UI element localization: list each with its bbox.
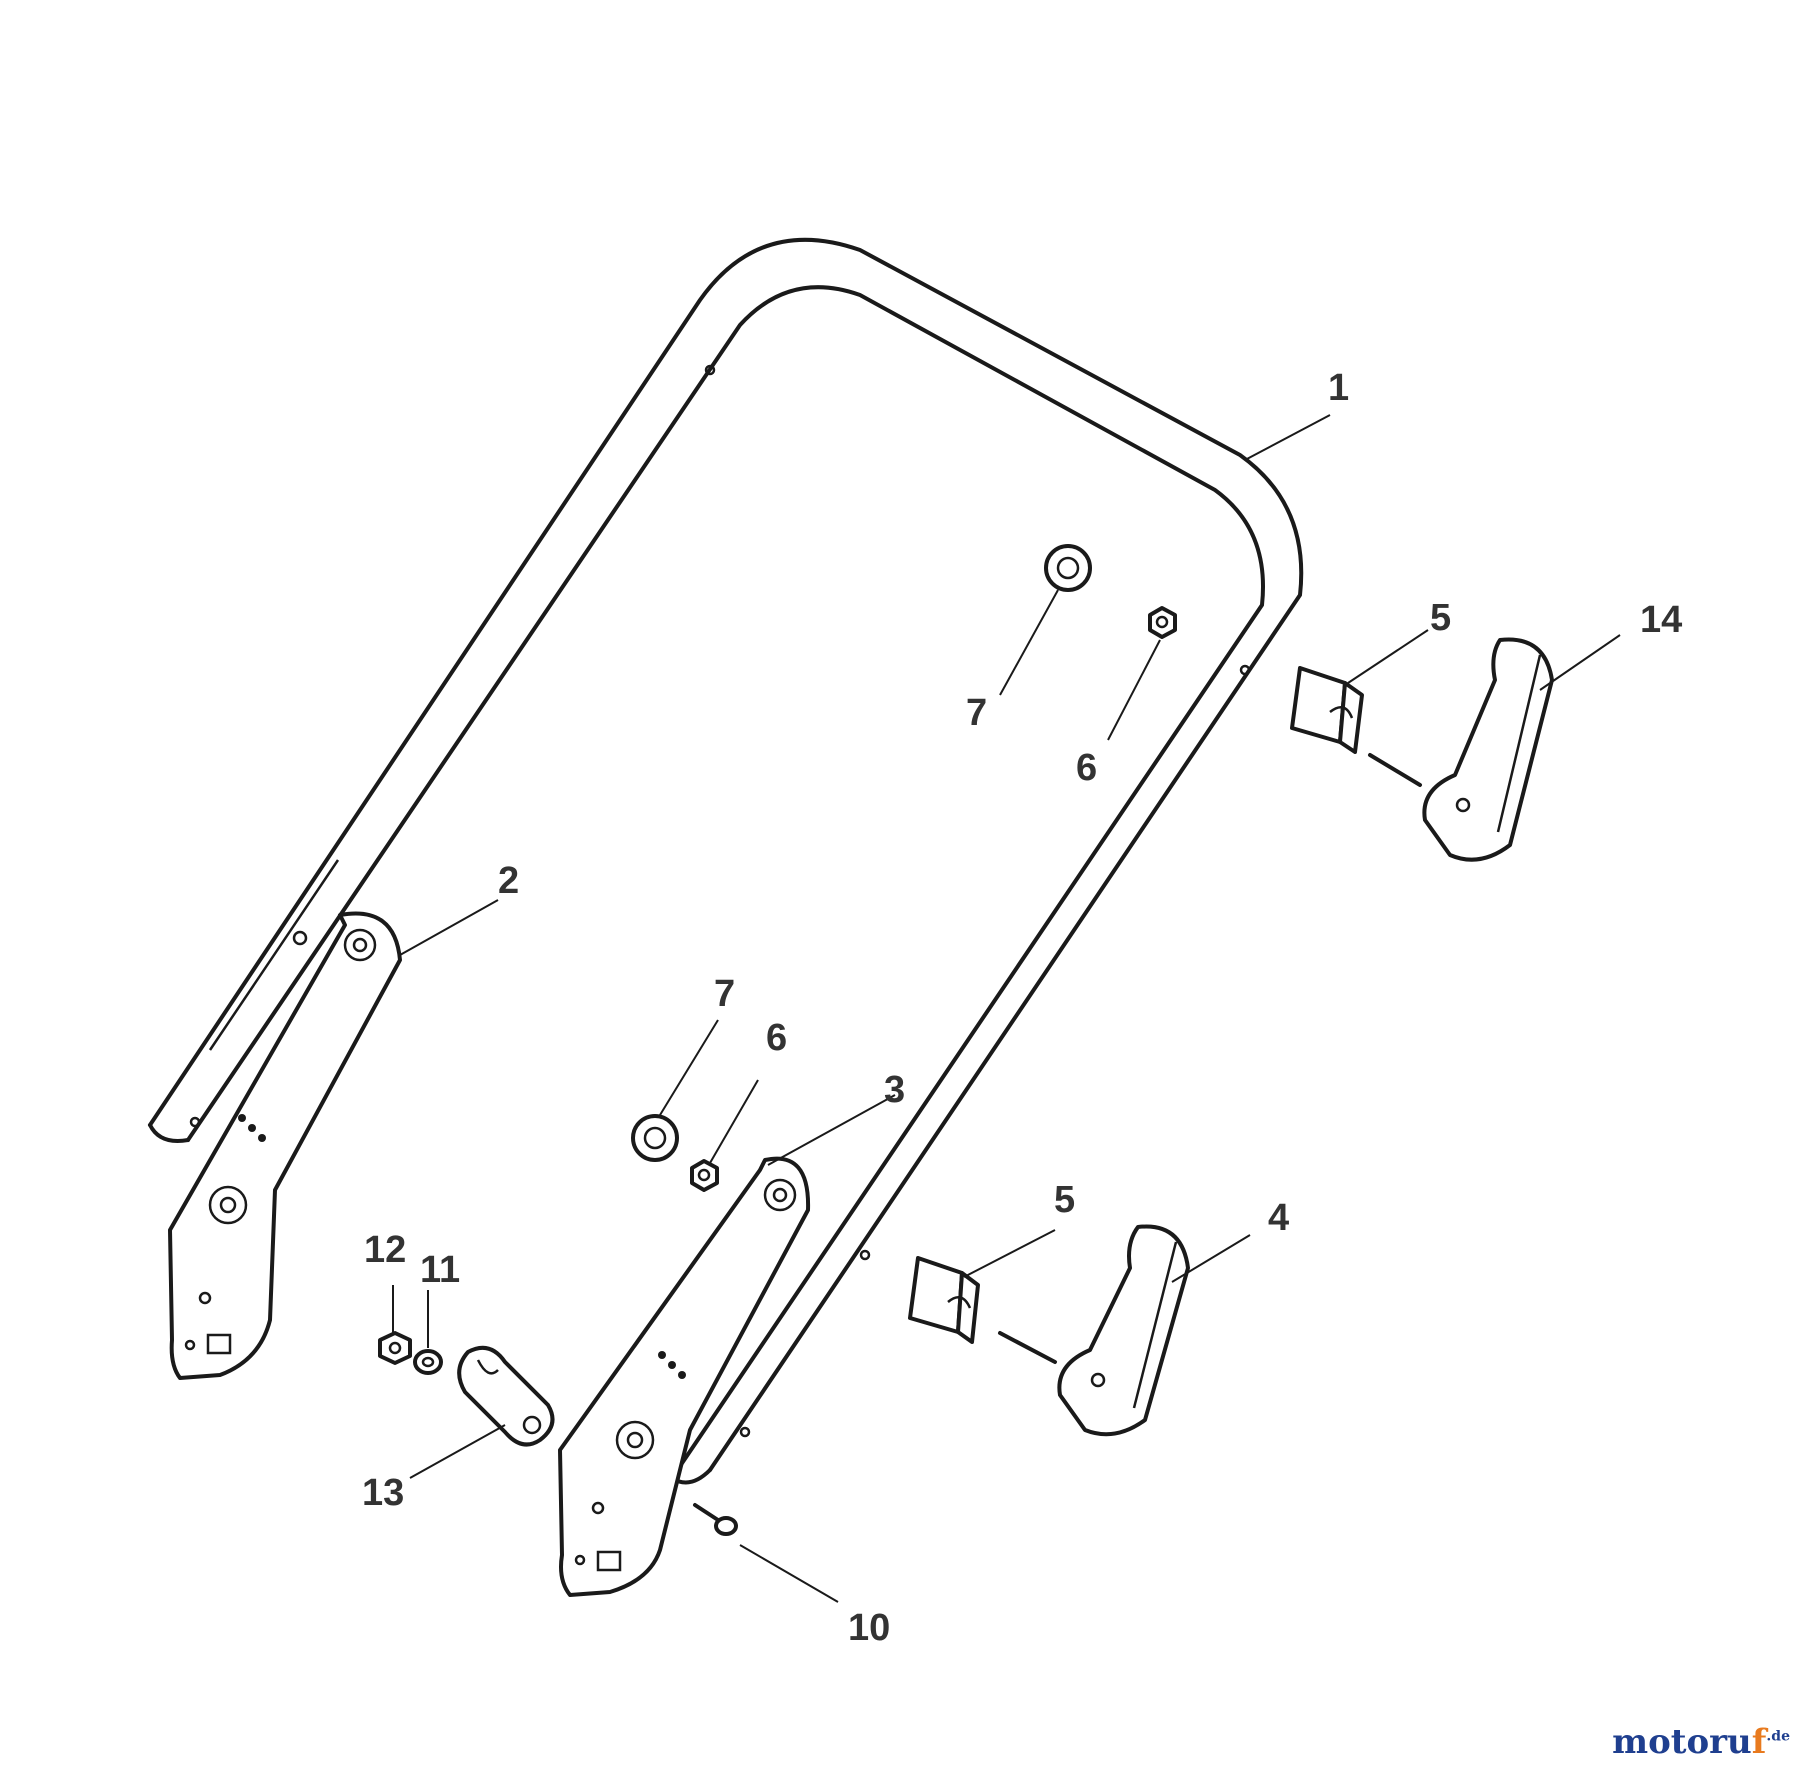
watermark-logo: motoruf.de: [1612, 1722, 1790, 1762]
callout-4: 4: [1268, 1197, 1289, 1239]
callout-13: 13: [362, 1472, 404, 1514]
callout-12: 12: [364, 1229, 406, 1271]
callout-10: 10: [848, 1607, 890, 1649]
washer-part-11: [413, 1349, 443, 1375]
callout-5-upper: 5: [1430, 597, 1451, 639]
callout-14: 14: [1640, 599, 1682, 641]
watermark-tld: .de: [1766, 1728, 1790, 1745]
leader-lines: [392, 414, 1621, 1603]
callout-11: 11: [420, 1249, 460, 1291]
knob-nut-part-7-upper: [1044, 544, 1092, 592]
lever-knob-part-4: [998, 1224, 1190, 1437]
callout-5-lower: 5: [1054, 1179, 1075, 1221]
callout-6-lower: 6: [766, 1017, 787, 1059]
knob-nut-part-7-lower: [631, 1114, 679, 1162]
watermark-accent: f: [1751, 1722, 1767, 1762]
spacer-block-part-5-lower: [908, 1256, 980, 1344]
link-arm-part: [457, 1345, 555, 1447]
callout-3: 3: [884, 1069, 905, 1111]
callout-1: 1: [1328, 367, 1349, 409]
callout-2: 2: [498, 860, 519, 902]
callout-7-lower: 7: [714, 973, 735, 1015]
watermark-main: motoru: [1612, 1722, 1752, 1762]
nut-part-12: [378, 1331, 412, 1365]
callout-labels: 1 2 3 4 5 5 6 6 7 7 10 11 12 13 14: [362, 367, 1682, 1649]
callout-6-upper: 6: [1076, 747, 1097, 789]
callout-7-upper: 7: [966, 692, 987, 734]
left-bracket-part: [168, 911, 402, 1380]
right-bracket-part: [558, 1156, 811, 1597]
screw-part-10: [693, 1503, 738, 1536]
spacer-block-part-5-upper: [1290, 666, 1364, 754]
nut-part-6-upper: [1148, 606, 1177, 639]
nut-part-6-lower: [690, 1159, 719, 1192]
lever-knob-part-14: [1368, 637, 1554, 862]
handle-bar-part: [148, 237, 1304, 1485]
